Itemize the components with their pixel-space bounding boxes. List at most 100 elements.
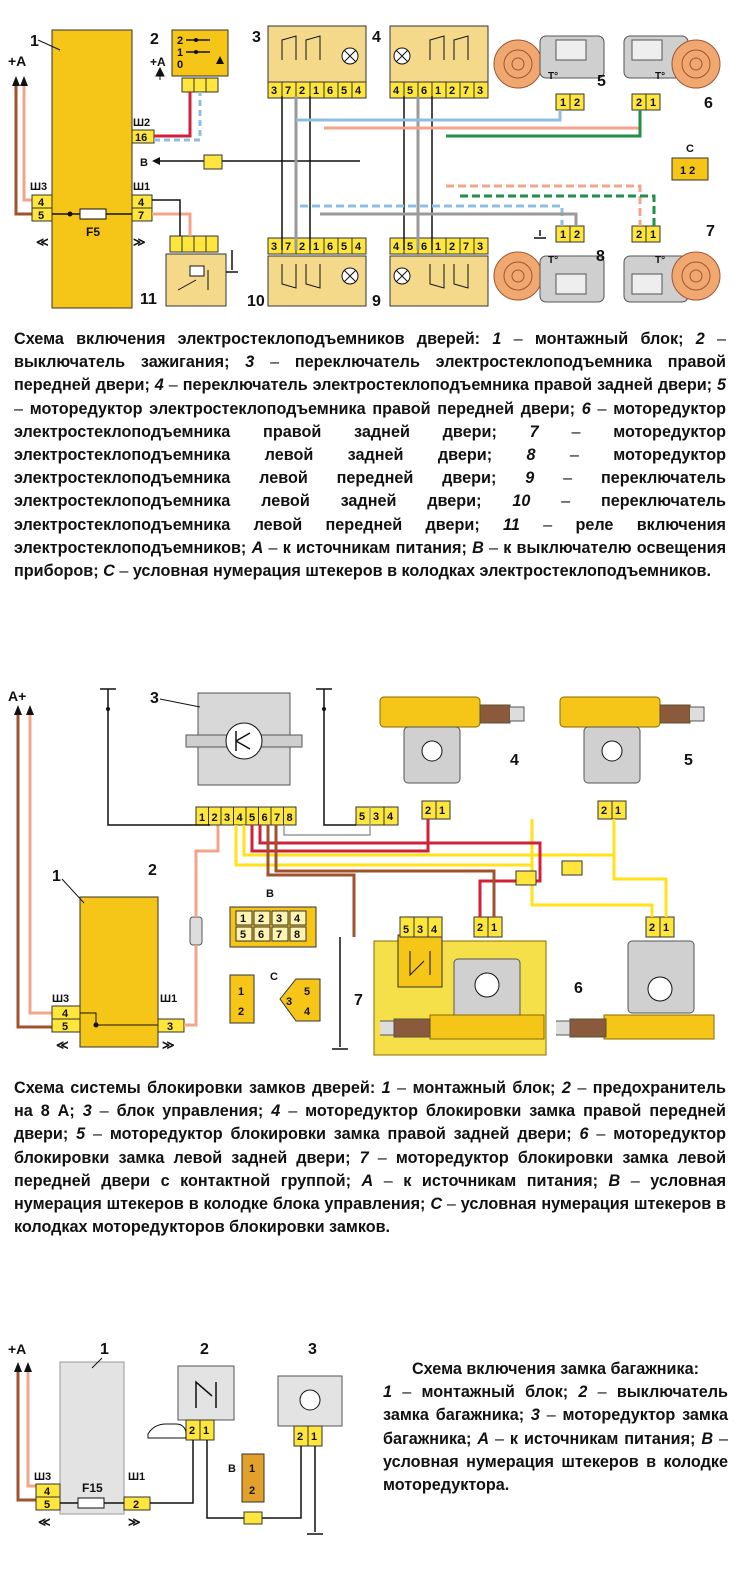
b-pin: 7 [276, 929, 282, 941]
arrow-up-icon [12, 76, 28, 86]
b-pin: 2 [258, 913, 264, 925]
pin-label: 5 [407, 241, 413, 253]
caption-value: к источникам питания; [403, 1171, 598, 1190]
caption-key: 6 [581, 399, 591, 418]
pin-label: 3 [477, 241, 483, 253]
caption-value: предохранитель на 8 А; [14, 1079, 727, 1121]
wires [150, 1440, 323, 1535]
caption-value: моторедуктор блокировки замка левой задн… [14, 1125, 727, 1167]
label-plus-a: A+ [8, 688, 26, 704]
pin-label: 6 [327, 85, 333, 97]
sh3-pin: 5 [44, 1499, 50, 1511]
fuse-icon [189, 916, 203, 946]
c-pin: 3 [286, 996, 292, 1008]
pin-label: 1 [435, 241, 441, 253]
label-3: 3 [150, 690, 159, 707]
caption-value: монтажный блок; [534, 330, 684, 348]
ign-pos: 0 [177, 59, 183, 71]
caption-title: Схема включения электростеклоподъемников… [14, 330, 481, 348]
pin-label: 7 [463, 85, 469, 97]
pin-label: 7 [463, 241, 469, 253]
lock-motor-5 [559, 696, 705, 784]
ign-pos: 1 [177, 47, 183, 59]
c-pins: 1 2 [680, 165, 695, 177]
motor-pin: 1 [560, 97, 566, 109]
mounting-block [59, 1361, 125, 1515]
caption-value: условная нумерация штекеров в колодке мо… [383, 1452, 728, 1495]
pin-label: 5 [403, 924, 409, 936]
pin-label: 1 [199, 812, 205, 824]
pin-label: 3 [417, 924, 423, 936]
sh1-label: Ш1 [133, 181, 150, 193]
pin-label: 2 [449, 241, 455, 253]
pin-label: 7 [285, 241, 291, 253]
sh1-pin: 7 [138, 210, 144, 222]
pin-label: 7 [285, 85, 291, 97]
caption-value: моторедуктор замка багажника; [383, 1406, 728, 1448]
label-5: 5 [597, 73, 606, 90]
pin-label: 4 [355, 241, 362, 253]
switch-9 [389, 255, 489, 307]
caption-key: 4 [154, 376, 164, 395]
label-3: 3 [308, 1341, 317, 1358]
m5-pin: 1 [615, 805, 621, 817]
label-plus-a: +A [8, 53, 26, 69]
connector-icon: ≫ [133, 235, 146, 249]
sh3-pin: 4 [38, 197, 45, 209]
caption-key: 10 [512, 492, 531, 511]
motor-8 [493, 251, 605, 303]
ctrl-pin: 3 [373, 811, 379, 823]
caption-value: блок управления; [116, 1102, 264, 1121]
label-b: B [266, 888, 274, 900]
caption-key: В [608, 1171, 621, 1190]
label-b: B [140, 157, 148, 169]
arrow-up-icon [14, 705, 34, 715]
motor-7 [623, 251, 721, 303]
ctrl-pin: 5 [359, 811, 365, 823]
caption-key: 7 [359, 1148, 369, 1167]
caption-value: выключатель зажигания; [14, 353, 230, 372]
pin-label: 6 [421, 241, 427, 253]
caption-key: В [701, 1429, 714, 1448]
trunk-lock-schematic: +A 1 Ш3 4 5 Ш1 2 F15 ≪ ≫ 2 2 1 3 2 1 B 1… [8, 1341, 343, 1535]
m4-pin: 2 [425, 805, 431, 817]
caption-key: С [103, 562, 115, 581]
caption-items: 1 – монтажный блок; 2 – выключатель замк… [383, 1383, 729, 1495]
motor-pin: 1 [650, 97, 656, 109]
mot-pin: 1 [311, 1431, 317, 1443]
c-pin: 1 [238, 986, 244, 998]
label-1: 1 [52, 868, 61, 885]
caption-window-lifters: Схема включения электростеклоподъемников… [14, 328, 726, 583]
label-11: 11 [140, 291, 157, 308]
label-b: B [228, 1463, 236, 1475]
pin-label: 2 [449, 85, 455, 97]
ctrl-pin: 4 [387, 811, 394, 823]
lock-motor-6 [556, 940, 715, 1040]
caption-key: В [472, 538, 484, 557]
motor-5 [493, 35, 605, 89]
switch-3 [267, 25, 367, 83]
label-1: 1 [30, 33, 39, 50]
label-7: 7 [706, 223, 715, 240]
connector-icon: ≪ [56, 1038, 69, 1052]
motor-pin: 2 [574, 229, 580, 241]
caption-value: моторедуктор электростеклоподъемника лев… [14, 446, 727, 488]
label-c: C [270, 971, 278, 983]
mounting-block [51, 29, 133, 309]
pin-label: 4 [237, 812, 244, 824]
car-icon [147, 1423, 187, 1439]
label-2: 2 [148, 862, 157, 879]
label-6: 6 [574, 980, 583, 997]
pin-label: 2 [299, 85, 305, 97]
caption-door-locks: Схема системы блокировки замков дверей: … [14, 1077, 726, 1239]
window-lifter-schematic: +A 1 Ш3 4 5 Ш1 4 7 Ш2 16 F5 ≪ ≫ 2 2 1 0 … [8, 25, 721, 310]
pin-label: 3 [224, 812, 230, 824]
label-5: 5 [684, 752, 693, 769]
b-pin: 6 [258, 929, 264, 941]
sh3-label: Ш3 [30, 181, 47, 193]
trunk-switch [177, 1365, 235, 1421]
caption-value: монтажный блок; [421, 1383, 569, 1402]
